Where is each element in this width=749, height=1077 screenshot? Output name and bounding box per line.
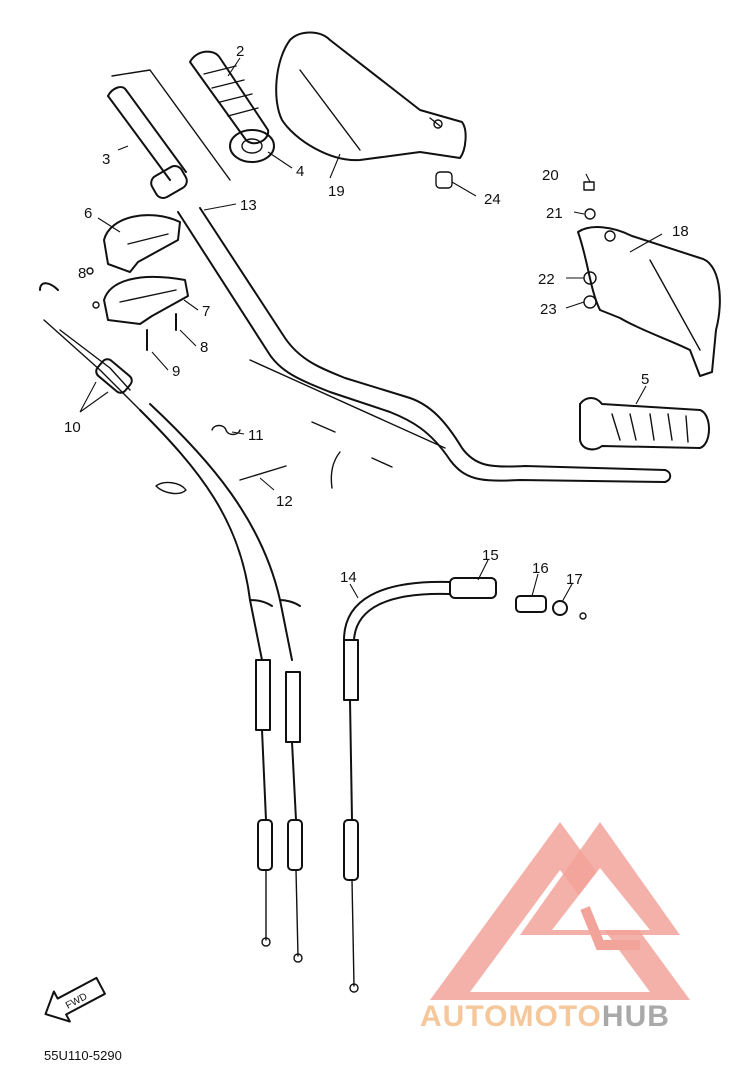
watermark-text-hub: HUB: [602, 1000, 670, 1033]
callout-15: 15: [482, 547, 499, 564]
callout-8-upper: 8: [78, 265, 86, 282]
handlebar-part: [177, 207, 672, 489]
leader-lines: [79, 57, 663, 603]
callout-19: 19: [328, 183, 345, 200]
callout-9: 9: [172, 363, 180, 380]
hand-guard-right-part: [275, 31, 467, 162]
callout-24: 24: [484, 191, 501, 208]
left-grip-part: [107, 69, 231, 199]
callout-4: 4: [296, 163, 304, 180]
watermark-text-automoto: AUTOMOTO: [420, 1000, 602, 1033]
callout-20: 20: [542, 167, 559, 184]
callout-16: 16: [532, 560, 549, 577]
throttle-cables-part: [39, 282, 303, 963]
watermark-text: AUTOMOTOHUB: [420, 1000, 670, 1033]
callout-6: 6: [84, 205, 92, 222]
throttle-grip-part: [189, 50, 275, 163]
callout-12: 12: [276, 493, 293, 510]
fwd-direction-badge: FWD: [44, 976, 106, 1023]
callout-13: 13: [240, 197, 257, 214]
callout-10: 10: [64, 419, 81, 436]
hand-guard-left-part: [577, 226, 721, 377]
callout-22: 22: [538, 271, 555, 288]
callout-18: 18: [672, 223, 689, 240]
clutch-cable-part: [343, 577, 587, 993]
callout-8-lower: 8: [200, 339, 208, 356]
callout-2: 2: [236, 43, 244, 60]
left-grip-5-part: [579, 397, 710, 451]
callout-3: 3: [102, 151, 110, 168]
holder-upper-part: [103, 214, 181, 273]
holder-lower-part: [103, 276, 189, 325]
callout-17: 17: [566, 571, 583, 588]
callout-11: 11: [248, 427, 264, 444]
callout-14: 14: [340, 569, 357, 586]
callout-5: 5: [641, 371, 649, 388]
diagram-code: 55U110-5290: [44, 1048, 122, 1063]
callout-21: 21: [546, 205, 563, 222]
callout-23: 23: [540, 301, 557, 318]
watermark-logo: [430, 822, 690, 1000]
callout-7: 7: [202, 303, 210, 320]
cable-guide-part: [155, 424, 287, 495]
